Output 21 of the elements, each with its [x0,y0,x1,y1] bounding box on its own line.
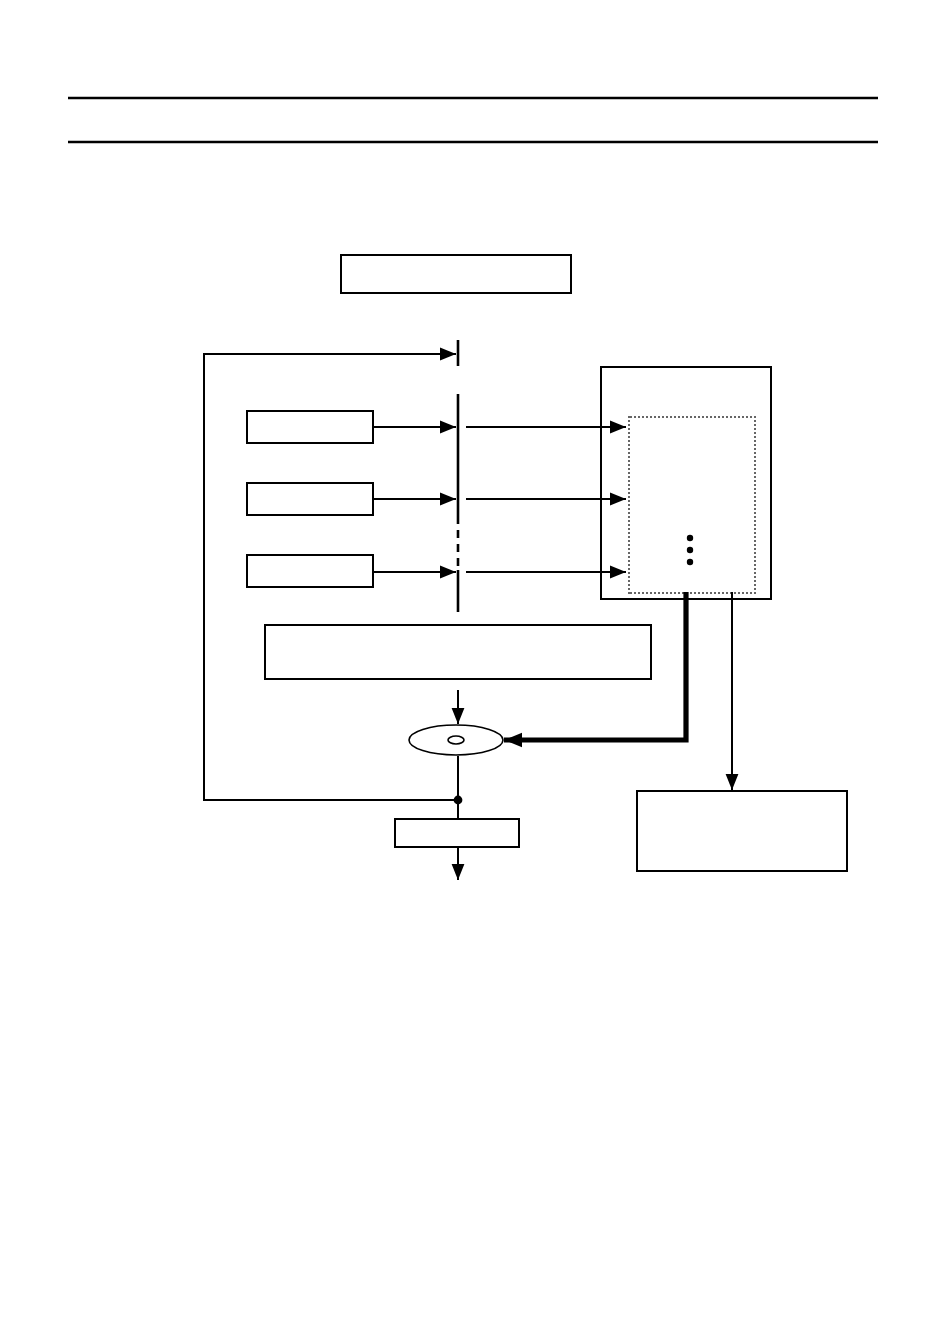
arrow [451,847,465,881]
arrow [373,565,457,579]
arrow [451,689,465,725]
process-box [340,254,572,294]
arrow [203,347,459,801]
process-box [394,818,520,848]
arrow [465,492,627,506]
arrow [373,492,457,506]
process-box [264,624,652,680]
arrow [725,591,739,791]
arrow [373,420,457,434]
process-box [246,410,374,444]
arrow [465,565,627,579]
process-box [600,366,772,600]
disc-drawing [408,724,504,756]
arrow [504,592,689,748]
dotted-region [628,416,756,594]
arrow [465,420,627,434]
process-box [246,482,374,516]
process-box [636,790,848,872]
process-box [246,554,374,588]
